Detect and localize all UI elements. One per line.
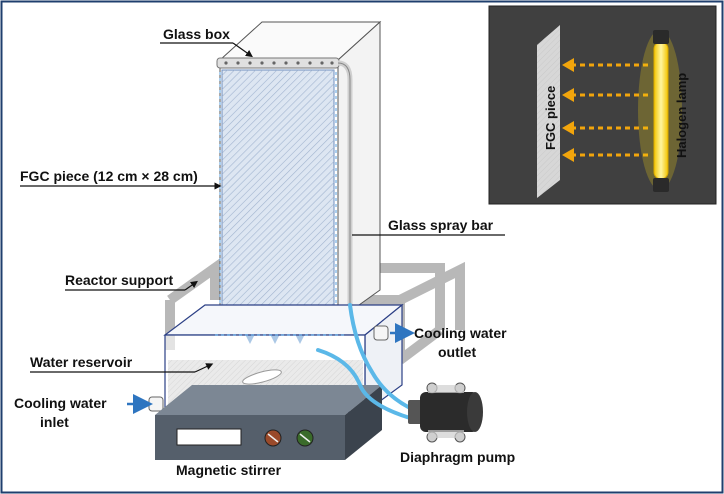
glass-spray-bar xyxy=(216,57,353,305)
leader-lines xyxy=(20,42,505,373)
diaphragm-pump xyxy=(408,382,483,443)
halogen-lamp-icon xyxy=(638,30,682,192)
label-cooling-water-inlet-1: Cooling water xyxy=(14,395,107,411)
label-cooling-water-outlet-2: outlet xyxy=(438,344,476,360)
cooling-port-outlet xyxy=(373,323,415,343)
label-fgc-piece-size: FGC piece (12 cm × 28 cm) xyxy=(20,168,198,184)
inset-light-rays xyxy=(572,63,648,157)
label-cooling-water-outlet-1: Cooling water xyxy=(414,325,507,341)
inset-label-fgc-piece: FGC piece xyxy=(543,86,558,150)
label-cooling-water-inlet-2: inlet xyxy=(40,414,69,430)
label-reactor-support: Reactor support xyxy=(65,272,173,288)
label-diaphragm-pump: Diaphragm pump xyxy=(400,449,515,465)
label-glass-box: Glass box xyxy=(163,26,230,42)
pump-tubing xyxy=(316,303,412,420)
inset-lamp-panel: FGC piece Halogen lamp xyxy=(488,5,717,205)
label-glass-spray-bar: Glass spray bar xyxy=(388,217,494,233)
magnetic-stirrer xyxy=(155,385,382,460)
inset-label-halogen-lamp: Halogen lamp xyxy=(674,73,689,158)
label-water-reservoir: Water reservoir xyxy=(30,354,133,370)
label-magnetic-stirrer: Magnetic stirrer xyxy=(176,462,282,478)
fgc-edge-flow xyxy=(219,72,337,318)
cooling-port-inlet xyxy=(127,394,164,414)
stirrer-display xyxy=(176,428,242,446)
